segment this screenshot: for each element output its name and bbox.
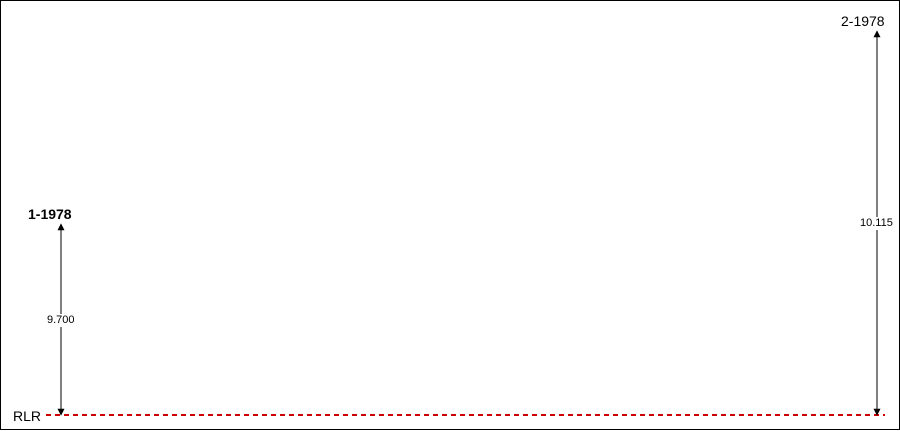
- benchmark-1-value: 9.700: [47, 314, 75, 327]
- benchmark-2-value: 10.115: [860, 217, 893, 230]
- benchmark-1-label: 1-1978: [28, 206, 72, 222]
- benchmark-2-label: 2-1978: [841, 13, 885, 29]
- reference-label: RLR: [13, 408, 42, 424]
